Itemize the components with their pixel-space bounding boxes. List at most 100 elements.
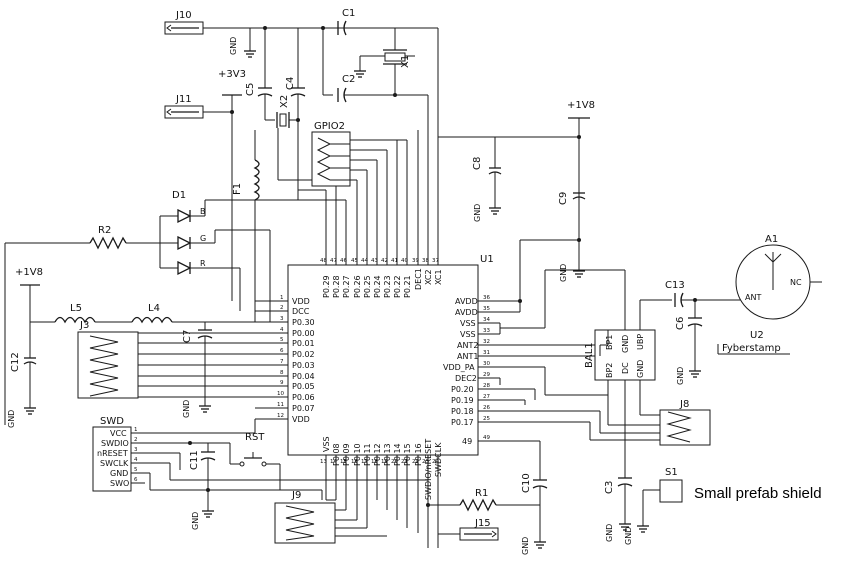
u1-pin-p025: P0.25	[363, 275, 372, 298]
svg-text:31: 31	[483, 350, 490, 356]
svg-text:36: 36	[483, 295, 490, 301]
svg-text:GND: GND	[559, 264, 568, 282]
svg-text:21: 21	[401, 459, 408, 465]
svg-text:C10: C10	[521, 473, 532, 493]
svg-text:J8: J8	[679, 399, 689, 410]
avdd-wiring	[499, 239, 626, 334]
svg-text:J9: J9	[291, 490, 301, 501]
svg-text:F1: F1	[232, 183, 243, 195]
svg-text:27: 27	[483, 394, 490, 400]
u1-pin-dcc: DCC	[292, 307, 310, 316]
svg-text:GND: GND	[624, 527, 633, 545]
d1-rgb-led: D1 B G R	[159, 190, 346, 322]
swd-pin-gnd: GND	[110, 469, 128, 478]
u1-top-pins: P0.29 P0.28 P0.27 P0.26 P0.25 P0.24 P0.2…	[320, 28, 443, 298]
svg-text:25: 25	[483, 416, 490, 422]
svg-text:C13: C13	[665, 280, 685, 291]
svg-text:38: 38	[422, 258, 429, 264]
u1-pin-p002: P0.02	[292, 350, 315, 359]
svg-text:3: 3	[280, 316, 284, 322]
svg-text:43: 43	[371, 258, 378, 264]
svg-text:J11: J11	[175, 94, 192, 105]
gpio2-header: GPIO2	[311, 121, 407, 187]
c5-capacitor: C5	[245, 28, 273, 110]
u1-pin-p026: P0.26	[353, 275, 362, 298]
swd-header: SWD VCC SWDIO nRESET SWCLK GND SWO 12 34…	[92, 416, 428, 492]
u1-pin-49-label: 49	[462, 437, 472, 446]
c1-capacitor: C1	[323, 8, 360, 36]
u1-pin-dec1: DEC1	[414, 268, 423, 290]
svg-text:GND: GND	[191, 512, 200, 530]
svg-text:7: 7	[280, 359, 284, 365]
svg-text:39: 39	[412, 258, 419, 264]
svg-text:C6: C6	[675, 317, 686, 330]
svg-text:48: 48	[320, 258, 327, 264]
svg-text:41: 41	[391, 258, 398, 264]
svg-text:+3V3: +3V3	[218, 69, 246, 80]
svg-text:5: 5	[134, 467, 138, 473]
svg-text:GND: GND	[473, 204, 482, 222]
svg-text:GND: GND	[605, 524, 614, 542]
u1-pin-p012: P0.12	[373, 443, 382, 466]
svg-text:4: 4	[134, 457, 138, 463]
svg-text:3: 3	[134, 447, 138, 453]
u1-pin-p011: P0.11	[363, 443, 372, 466]
svg-text:GND: GND	[676, 367, 685, 385]
svg-text:BAL1: BAL1	[584, 342, 595, 368]
svg-text:J3: J3	[79, 320, 89, 331]
u1-pin-xc2: XC2	[424, 269, 433, 285]
bal1-pin-gnd-bot: GND	[636, 360, 645, 378]
a1-pin-nc: NC	[790, 278, 802, 287]
swd-pin-vcc: VCC	[110, 429, 127, 438]
svg-text:6: 6	[134, 477, 138, 483]
svg-text:Fyberstamp: Fyberstamp	[722, 343, 781, 354]
svg-text:1: 1	[280, 295, 284, 301]
c11-capacitor: C11 GND	[189, 443, 216, 530]
u1-pin-p016: P0.16	[414, 443, 423, 466]
svg-text:+1V8: +1V8	[567, 100, 595, 111]
svg-text:34: 34	[483, 317, 490, 323]
svg-text:40: 40	[401, 258, 408, 264]
u1-pin-p008: P0.08	[332, 443, 341, 466]
u1-pin-p006: P0.06	[292, 393, 315, 402]
u1-pin-p007: P0.07	[292, 404, 315, 413]
u1-pin-p030: P0.30	[292, 318, 315, 327]
u1-pin-p028: P0.28	[332, 275, 341, 298]
l4-inductor: L4	[131, 303, 256, 324]
svg-text:2: 2	[134, 437, 138, 443]
svg-text:26: 26	[483, 405, 490, 411]
svg-text:44: 44	[361, 258, 368, 264]
svg-text:D1: D1	[172, 190, 186, 201]
svg-text:C8: C8	[472, 157, 483, 170]
svg-text:14: 14	[330, 459, 337, 465]
bal1-pin-ubp: UBP	[636, 334, 645, 350]
svg-text:C11: C11	[189, 450, 200, 470]
svg-text:X2: X2	[279, 95, 290, 108]
j8-header: J8	[524, 389, 711, 446]
svg-text:C3: C3	[604, 481, 615, 494]
svg-text:15: 15	[340, 459, 347, 465]
u1-body	[287, 264, 479, 456]
u1-pin-swdclk: SWDCLK	[434, 442, 443, 477]
c7-capacitor: C7 GND	[182, 322, 213, 418]
svg-text:12: 12	[277, 413, 284, 419]
svg-text:S1: S1	[665, 467, 678, 478]
d1-label-r: R	[200, 259, 206, 268]
j11-connector: J11	[164, 94, 234, 119]
svg-text:C1: C1	[342, 8, 355, 19]
u1-pin-p019: P0.19	[451, 396, 474, 405]
svg-text:U2: U2	[750, 330, 764, 341]
c9-capacitor: C9 GND	[558, 137, 586, 282]
svg-text:11: 11	[277, 402, 284, 408]
svg-text:45: 45	[351, 258, 358, 264]
u1-pin-p022: P0.22	[393, 275, 402, 298]
svg-text:10: 10	[277, 391, 284, 397]
u1-pin-p014: P0.14	[393, 443, 402, 466]
rst-button: RST	[188, 432, 281, 490]
svg-text:GND: GND	[229, 37, 238, 55]
bal1-pin-bp1: BP1	[605, 335, 614, 350]
svg-text:GND: GND	[7, 410, 16, 428]
svg-text:20: 20	[391, 459, 398, 465]
svg-text:42: 42	[381, 258, 388, 264]
